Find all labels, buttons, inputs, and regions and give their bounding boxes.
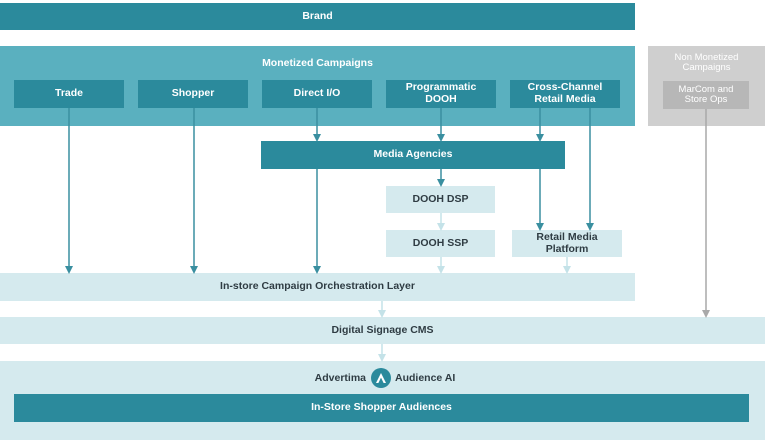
channel-direct-io: Direct I/O xyxy=(262,80,372,108)
retail-media-platform-box: Retail Media Platform xyxy=(512,230,622,257)
channel-shopper: Shopper xyxy=(138,80,248,108)
digital-signage-cms-label: Digital Signage CMS xyxy=(331,323,434,336)
channel-programmatic-dooh-label: Programmatic DOOH xyxy=(405,81,477,105)
dooh-dsp-label: DOOH DSP xyxy=(412,192,469,205)
advertima-a-icon xyxy=(376,373,386,383)
brand-label: Brand xyxy=(302,9,333,22)
channel-shopper-label: Shopper xyxy=(171,87,215,100)
brand-bar: Brand xyxy=(0,3,635,30)
channel-cross-channel-retail-media-label: Cross-Channel Retail Media xyxy=(527,81,603,105)
monetized-campaigns-title: Monetized Campaigns xyxy=(262,57,373,69)
advertima-logo-icon xyxy=(371,368,391,388)
shopper-audiences-bar: In-Store Shopper Audiences xyxy=(14,394,749,422)
dooh-dsp-box: DOOH DSP xyxy=(386,186,495,213)
marcom-store-ops-label: MarCom and Store Ops xyxy=(678,83,734,105)
media-agencies-label: Media Agencies xyxy=(373,148,453,161)
audience-ai-label: Audience AI xyxy=(395,372,456,384)
shopper-audiences-label: In-Store Shopper Audiences xyxy=(311,401,452,414)
channel-cross-channel-retail-media: Cross-Channel Retail Media xyxy=(510,80,620,108)
orchestration-layer-label: In-store Campaign Orchestration Layer xyxy=(220,280,415,293)
channel-trade-label: Trade xyxy=(54,87,83,100)
dooh-ssp-label: DOOH SSP xyxy=(412,236,469,249)
marcom-store-ops-box: MarCom and Store Ops xyxy=(663,81,749,109)
channel-direct-io-label: Direct I/O xyxy=(293,87,341,100)
advertima-label: Advertima xyxy=(314,372,366,384)
media-agencies-box: Media Agencies xyxy=(261,141,565,169)
channel-trade: Trade xyxy=(14,80,124,108)
dooh-ssp-box: DOOH SSP xyxy=(386,230,495,257)
retail-media-platform-label: Retail Media Platform xyxy=(536,230,598,255)
digital-signage-cms-bar: Digital Signage CMS xyxy=(0,317,765,344)
orchestration-layer-bar: In-store Campaign Orchestration Layer xyxy=(0,273,635,301)
channel-programmatic-dooh: Programmatic DOOH xyxy=(386,80,496,108)
non-monetized-title: Non Monetized Campaigns xyxy=(674,52,739,74)
